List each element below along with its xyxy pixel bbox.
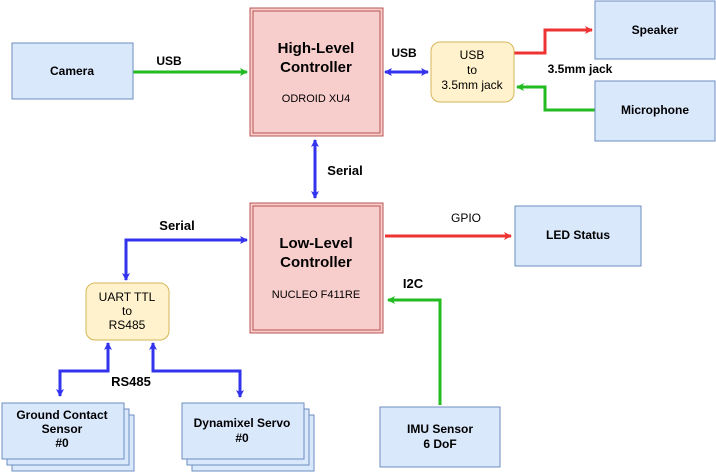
ground-contact-line2: Sensor: [42, 422, 83, 436]
high-level-title-line2: Controller: [280, 59, 352, 76]
led-status-block: LED Status: [514, 205, 642, 267]
uart-line3: RS485: [109, 318, 146, 332]
camera-block: Camera: [11, 42, 134, 100]
speaker-block: Speaker: [594, 0, 716, 60]
low-level-subtitle: NUCLEO F411RE: [272, 289, 360, 301]
high-level-title-line1: High-Level: [278, 40, 355, 57]
high-level-controller-block: High-Level Controller ODROID XU4: [249, 7, 384, 137]
uart-lowlevel-serial-arrow: [122, 236, 248, 281]
dynamixel-line1: Dynamixel Servo: [194, 416, 291, 430]
ground-contact-line3: #0: [55, 436, 69, 450]
camera-label: Camera: [50, 64, 94, 78]
uart-dynamixel-arrow: [149, 342, 244, 398]
rs485-label: RS485: [111, 374, 151, 389]
uart-groundcontact-arrow: [56, 342, 112, 397]
usb-jack-line1: USB: [460, 48, 485, 62]
ground-contact-line1: Ground Contact: [16, 408, 107, 422]
led-status-label: LED Status: [546, 228, 610, 242]
dynamixel-servo-block: Dynamixel Servo #0: [181, 402, 315, 472]
imu-to-lowlevel-arrow: [387, 296, 442, 405]
ground-contact-sensor-block: Ground Contact Sensor #0: [1, 402, 135, 472]
jack-label: 3.5mm jack: [548, 62, 613, 76]
usb-to-jack-block: USB to 3.5mm jack: [430, 41, 515, 103]
imu-sensor-block: IMU Sensor 6 DoF: [379, 406, 501, 468]
high-level-subtitle: ODROID XU4: [282, 93, 350, 105]
low-level-title-line2: Controller: [280, 254, 352, 271]
microphone-label: Microphone: [621, 103, 689, 117]
uart-line1: UART TTL: [99, 290, 156, 304]
uart-to-rs485-block: UART TTL to RS485: [85, 282, 170, 341]
usbjack-to-speaker-arrow: [514, 26, 593, 55]
usb-jack-line3: 3.5mm jack: [441, 78, 503, 92]
microphone-to-usbjack-arrow: [516, 83, 595, 112]
highlevel-usb-label: USB: [391, 46, 417, 60]
low-level-controller-block: Low-Level Controller NUCLEO F411RE: [249, 202, 384, 334]
usb-jack-line2: to: [467, 63, 477, 77]
serial-uart-label: Serial: [159, 218, 194, 233]
i2c-label: I2C: [403, 276, 424, 291]
uart-line2: to: [122, 304, 132, 318]
low-level-title-line1: Low-Level: [279, 235, 352, 252]
speaker-label: Speaker: [632, 23, 679, 37]
gpio-label: GPIO: [451, 211, 481, 225]
imu-line1: IMU Sensor: [407, 422, 473, 436]
microphone-block: Microphone: [594, 80, 716, 142]
imu-line2: 6 DoF: [423, 437, 456, 451]
serial-vertical-label: Serial: [327, 163, 362, 178]
dynamixel-line2: #0: [235, 431, 249, 445]
camera-usb-label: USB: [156, 54, 182, 68]
